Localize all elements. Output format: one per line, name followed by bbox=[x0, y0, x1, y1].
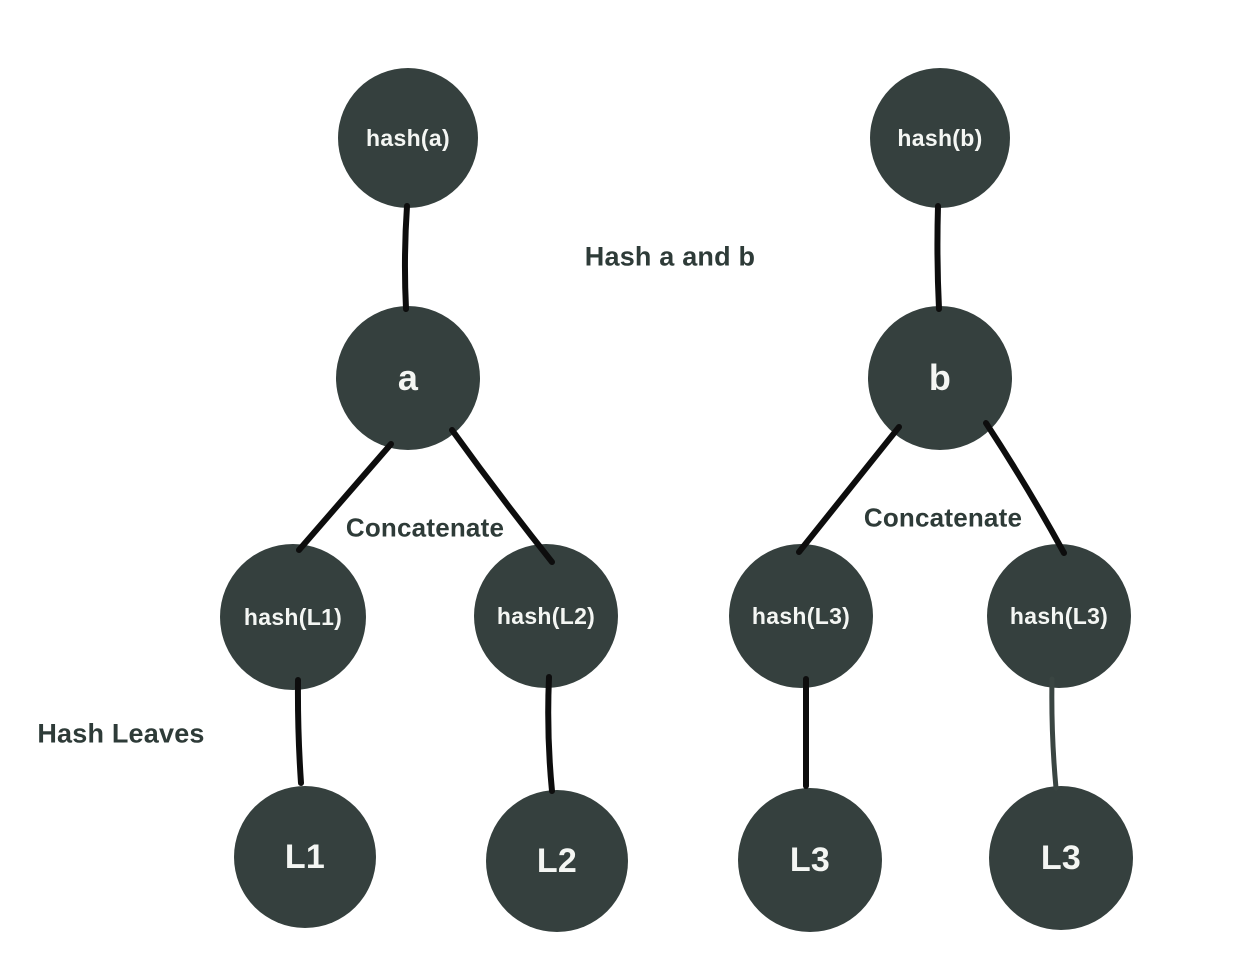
node-label: hash(b) bbox=[897, 124, 983, 151]
node-label: hash(L2) bbox=[496, 602, 596, 629]
label-hash-a-and-b: Hash a and b bbox=[584, 241, 756, 272]
edge-hash-l2-to-l2 bbox=[545, 674, 555, 794]
node-label: L3 bbox=[1040, 839, 1082, 877]
edge-b-to-hash-l3-right bbox=[983, 420, 1067, 556]
edge-hash-b-to-b bbox=[934, 203, 942, 312]
label-concatenate-left: Concatenate bbox=[345, 512, 505, 543]
edge-hash-l1-to-l1 bbox=[294, 677, 304, 786]
tree-node-hash-l2: hash(L2) bbox=[474, 544, 618, 688]
tree-node-l1: L1 bbox=[234, 786, 376, 928]
tree-node-hash-l1: hash(L1) bbox=[220, 544, 366, 690]
node-label: L1 bbox=[284, 838, 326, 876]
tree-node-l3-left: L3 bbox=[738, 788, 882, 932]
tree-node-l2: L2 bbox=[486, 790, 628, 932]
tree-node-hash-l3-left: hash(L3) bbox=[729, 544, 873, 688]
node-label: hash(L3) bbox=[751, 602, 851, 629]
node-label: hash(a) bbox=[366, 124, 450, 151]
tree-node-hash-a: hash(a) bbox=[338, 68, 478, 208]
tree-node-a: a bbox=[336, 306, 480, 450]
node-label: a bbox=[397, 357, 419, 398]
edge-hash-l3-right-to-l3 bbox=[1049, 676, 1059, 791]
node-label: hash(L1) bbox=[243, 603, 343, 630]
tree-node-l3-right: L3 bbox=[989, 786, 1133, 930]
tree-node-hash-l3-right: hash(L3) bbox=[987, 544, 1131, 688]
node-label: L2 bbox=[536, 842, 578, 880]
label-concatenate-right: Concatenate bbox=[863, 502, 1023, 533]
tree-node-b: b bbox=[868, 306, 1012, 450]
node-label: hash(L3) bbox=[1009, 602, 1109, 629]
label-hash-leaves: Hash Leaves bbox=[37, 718, 205, 749]
tree-node-hash-b: hash(b) bbox=[870, 68, 1010, 208]
edge-hash-a-to-a bbox=[401, 203, 410, 312]
node-label: L3 bbox=[789, 841, 831, 879]
node-label: b bbox=[928, 357, 952, 398]
